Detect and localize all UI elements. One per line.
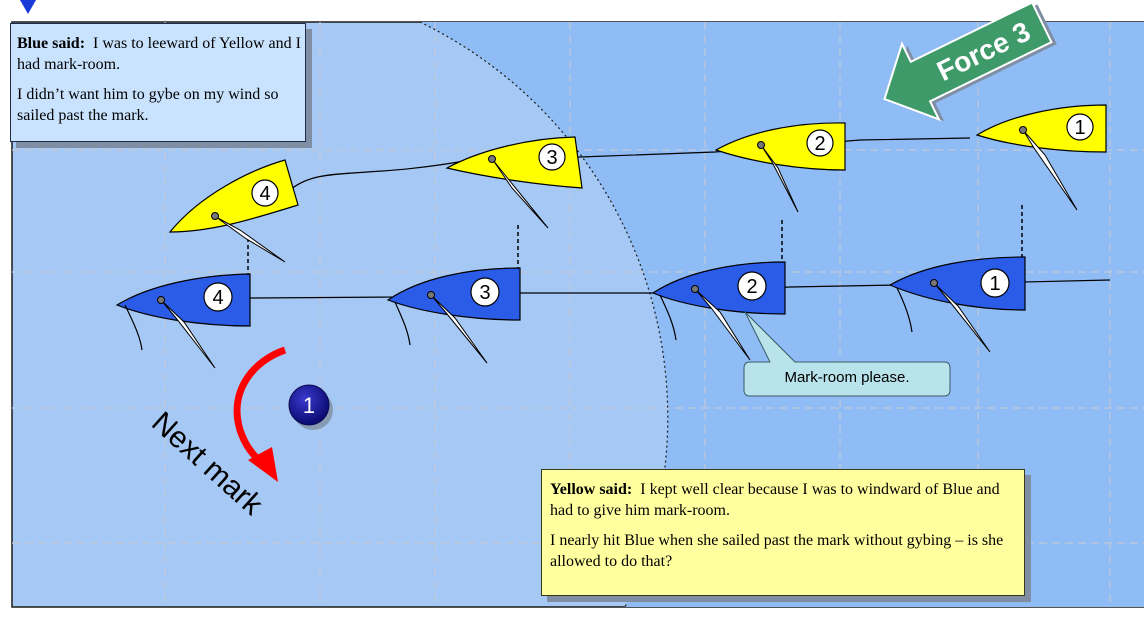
yellow-boat-4: 4 <box>168 159 299 263</box>
mark-1: 1 <box>288 384 333 430</box>
blue-boat-3: 3 <box>386 267 521 364</box>
yellow-boat-3-number: 3 <box>546 147 557 169</box>
blue-boat-3-number: 3 <box>479 282 490 304</box>
mark-number: 1 <box>303 393 315 418</box>
blue-statement-box: Blue said: I was to leeward of Yellow an… <box>10 23 306 142</box>
blue-boat-4: 4 <box>115 273 251 369</box>
yellow-boat-3: 3 <box>445 136 583 229</box>
mark-room-callout-text: Mark-room please. <box>784 369 910 386</box>
yellow-boat-1: 1 <box>975 104 1107 211</box>
wind-arrow: Force 3 <box>883 1 1057 122</box>
blue-boat-1: 1 <box>888 256 1026 353</box>
blue-boat-2-number: 2 <box>746 276 757 298</box>
yellow-line-2: I nearly hit Blue when she sailed past t… <box>550 532 1004 570</box>
blue-boat-4-number: 4 <box>212 287 223 309</box>
corner-mark-fragment <box>20 0 36 14</box>
yellow-boat-2: 2 <box>714 122 846 213</box>
blue-boat-2: 2 <box>651 261 786 361</box>
mark-room-callout <box>743 311 951 397</box>
blue-line-2: I didn’t want him to gybe on my wind so … <box>17 86 279 124</box>
blue-speaker: Blue said: <box>17 35 86 52</box>
yellow-boat-1-number: 1 <box>1074 117 1085 139</box>
yellow-speaker: Yellow said: <box>550 481 633 498</box>
rounding-arrow <box>233 346 287 482</box>
yellow-boat-2-number: 2 <box>814 133 825 155</box>
yellow-boat-4-number: 4 <box>259 183 270 205</box>
overlap-lines <box>247 205 1023 280</box>
yellow-line-1: I kept well clear because I was to windw… <box>550 481 1000 519</box>
yellow-statement-box: Yellow said: I kept well clear because I… <box>541 469 1025 596</box>
blue-line-1: I was to leeward of Yellow and I had mar… <box>17 35 301 73</box>
blue-boat-1-number: 1 <box>989 273 1000 295</box>
